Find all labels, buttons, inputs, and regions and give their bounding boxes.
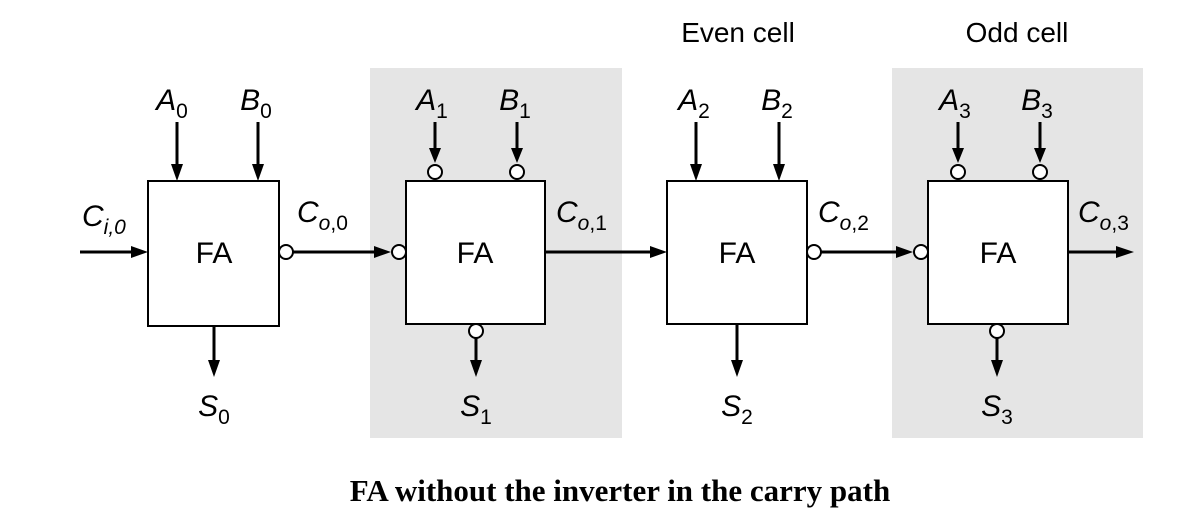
carry-in-3-bubble	[913, 244, 929, 260]
carry-out-0-label: Co,0	[297, 196, 348, 235]
carry-3-arrowhead	[1116, 246, 1134, 258]
input-a1-arrowhead	[429, 148, 441, 163]
input-b1-label: B1	[499, 84, 531, 123]
input-b0-label: B0	[240, 84, 272, 123]
carry-in-arrowhead	[131, 246, 148, 258]
input-a0-arrowhead	[171, 164, 183, 181]
input-b2-arrowhead	[773, 164, 785, 181]
output-s3-label: S3	[981, 390, 1013, 429]
odd-cell-label: Odd cell	[966, 17, 1069, 48]
output-s0-arrowhead	[208, 360, 220, 377]
input-b2-label: B2	[761, 84, 793, 123]
fa-box-2	[666, 180, 808, 325]
carry-out-1-label: Co,1	[556, 196, 607, 235]
fa-cell-2: FA A2 B2 S2	[666, 84, 808, 429]
output-s1-label: S1	[460, 390, 492, 429]
fa-cell-3: FA A3 B3 S3	[913, 84, 1069, 429]
input-a1-label: A1	[414, 84, 448, 123]
output-s1-bubble	[468, 323, 484, 339]
input-b1-arrowhead	[511, 148, 523, 163]
input-b3-label: B3	[1021, 84, 1053, 123]
input-b0-arrowhead	[252, 164, 264, 181]
input-a2-label: A2	[676, 84, 710, 123]
input-a3-arrowhead	[952, 148, 964, 163]
carry-out-2-label: Co,2	[818, 196, 869, 235]
output-s0-label: S0	[198, 390, 230, 429]
carry-in-label: Ci,0	[82, 200, 126, 239]
carry-out-3-label: Co,3	[1078, 196, 1129, 235]
output-s2-label: S2	[721, 390, 753, 429]
even-cell-label: Even cell	[681, 17, 795, 48]
input-b1-bubble	[509, 164, 525, 180]
fa-label-1: FA	[457, 237, 494, 270]
input-a3-bubble	[950, 164, 966, 180]
figure-caption: FA without the inverter in the carry pat…	[350, 473, 890, 508]
fa-label-3: FA	[980, 237, 1017, 270]
input-a1-bubble	[427, 164, 443, 180]
carry-1-arrowhead	[650, 246, 667, 258]
carry-out-2-bubble	[806, 244, 822, 260]
carry-0-arrowhead	[374, 246, 391, 258]
carry-2-arrowhead	[896, 246, 913, 258]
fa-cell-0: FA A0 B0 S0	[147, 84, 280, 429]
input-a3-label: A3	[937, 84, 971, 123]
input-a2-arrowhead	[690, 164, 702, 181]
input-a0-label: A0	[154, 84, 188, 123]
output-s3-bubble	[989, 323, 1005, 339]
output-s2-arrowhead	[731, 360, 743, 377]
input-b3-arrowhead	[1034, 148, 1046, 163]
carry-out-0-bubble	[278, 244, 294, 260]
carry-in-1-bubble	[391, 244, 407, 260]
output-s1-arrowhead	[470, 360, 482, 377]
fa-label-2: FA	[719, 237, 756, 270]
output-s3-arrowhead	[991, 360, 1003, 377]
fa-label-0: FA	[196, 237, 233, 270]
input-b3-bubble	[1032, 164, 1048, 180]
